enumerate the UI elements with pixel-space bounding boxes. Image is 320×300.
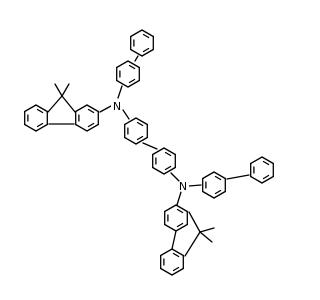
ring-top-biphenyl-inner-double-bond — [128, 78, 136, 84]
ring-right-phenyl-bond — [250, 156, 263, 165]
ring-top-biphenyl-inner-bond — [116, 79, 129, 88]
ring-center-lower-bond — [163, 147, 176, 156]
ring-center-lower-bond — [163, 166, 176, 175]
ring-bottom-fluorene-upper-double-bond — [176, 222, 184, 228]
bond-top-methyl — [54, 83, 63, 97]
nitrogen-atom-2: N — [177, 180, 189, 193]
ring-center-upper-bond — [135, 117, 148, 126]
ring-right-phenyl-bond — [261, 156, 274, 165]
ring-center-upper-bond — [135, 136, 148, 145]
molecule-structure: N N — [24, 29, 274, 276]
molecule-canvas: N N — [24, 29, 274, 276]
ring-bottom-fluorene-upper-bond — [164, 223, 177, 232]
ring-center-lower-double-bond — [164, 151, 172, 157]
ring-right-inner-bond — [213, 190, 226, 199]
ring-top-fluorene-right-bond — [86, 123, 99, 132]
bond-top-fluorene-5ring — [47, 95, 63, 113]
bond-bottom-fluorene-5ring — [188, 211, 201, 233]
bond-bottom-fluorene-5ring — [171, 230, 177, 250]
ring-right-inner-bond — [202, 190, 215, 199]
bond-right-biphenyl-link — [226, 174, 250, 180]
ring-top-fluorene-left-bond — [35, 104, 48, 113]
ring-top-fluorene-right-bond — [86, 104, 99, 113]
bond-n1-biphenyl — [117, 85, 123, 99]
ring-top-phenyl-bond — [141, 29, 154, 38]
ring-top-fluorene-left-double-bond — [36, 108, 44, 114]
ring-top-fluorene-left-bond — [35, 123, 48, 132]
atom-label-n1: N — [113, 100, 121, 113]
ring-center-upper-double-bond — [136, 121, 144, 127]
ring-bottom-fluorene-upper-bond — [164, 204, 177, 213]
bond-n1-fluorene — [99, 105, 112, 113]
ring-top-biphenyl-inner-bond — [116, 60, 129, 69]
ring-top-fluorene-right-double-bond — [87, 108, 95, 114]
ring-top-phenyl-bond — [130, 29, 143, 38]
ring-right-inner-bond — [213, 171, 226, 180]
ring-bottom-fluorene-lower-bond — [160, 248, 173, 257]
ring-bottom-fluorene-upper-bond — [175, 204, 188, 213]
ring-top-phenyl-bond — [141, 48, 154, 57]
ring-bottom-fluorene-lower-double-bond — [172, 266, 180, 272]
ring-top-fluorene-right-double-bond — [87, 122, 95, 128]
ring-center-lower-bond — [152, 147, 165, 156]
ring-right-phenyl-bond — [261, 175, 274, 184]
bond-layer — [24, 29, 274, 276]
bond-top-biphenyl-link — [134, 55, 139, 62]
ring-top-phenyl-double-bond — [142, 47, 150, 53]
ring-top-fluorene-left-double-bond — [36, 122, 44, 128]
atom-layer: N N — [111, 100, 189, 193]
ring-center-upper-bond — [124, 117, 137, 126]
bond-top-fluorene-5ring — [61, 95, 76, 113]
ring-top-fluorene-right-bond — [75, 104, 88, 113]
nitrogen-atom-1: N — [111, 100, 123, 113]
ring-top-biphenyl-inner-bond — [127, 60, 140, 69]
bond-n1-center — [122, 109, 130, 120]
ring-center-lower-bond — [152, 166, 165, 175]
bond-center-n2 — [170, 172, 180, 182]
ring-top-biphenyl-inner-bond — [127, 79, 140, 88]
atom-label-n2: N — [179, 180, 187, 193]
ring-right-phenyl-double-bond — [262, 174, 270, 180]
ring-bottom-fluorene-lower-bond — [171, 267, 184, 276]
bond-bottom-methyl — [199, 227, 215, 233]
ring-right-inner-double-bond — [214, 189, 222, 195]
bond-center-link — [142, 142, 158, 150]
ring-bottom-fluorene-lower-bond — [160, 267, 173, 276]
ring-bottom-fluorene-upper-bond — [175, 223, 188, 232]
bond-n2-biphenyl — [188, 184, 202, 187]
ring-right-inner-double-bond — [214, 175, 222, 181]
bond-bottom-methyl — [199, 231, 213, 243]
bond-bottom-fluorene-5ring — [184, 231, 201, 257]
ring-bottom-fluorene-upper-double-bond — [176, 208, 184, 214]
ring-right-inner-bond — [202, 171, 215, 180]
ring-bottom-fluorene-lower-bond — [171, 248, 184, 257]
ring-center-upper-bond — [124, 136, 137, 145]
ring-center-lower-double-bond — [164, 165, 172, 171]
ring-top-phenyl-double-bond — [142, 33, 150, 39]
ring-bottom-fluorene-lower-double-bond — [172, 252, 180, 258]
ring-top-fluorene-right-bond — [75, 123, 88, 132]
bond-top-methyl — [61, 83, 70, 97]
ring-top-fluorene-left-bond — [24, 123, 37, 132]
ring-top-phenyl-bond — [130, 48, 143, 57]
ring-center-upper-double-bond — [136, 135, 144, 141]
ring-top-biphenyl-inner-double-bond — [128, 64, 136, 70]
ring-top-fluorene-left-bond — [24, 104, 37, 113]
ring-right-phenyl-double-bond — [262, 160, 270, 166]
ring-right-phenyl-bond — [250, 175, 263, 184]
bond-n2-fluorene — [176, 191, 182, 206]
